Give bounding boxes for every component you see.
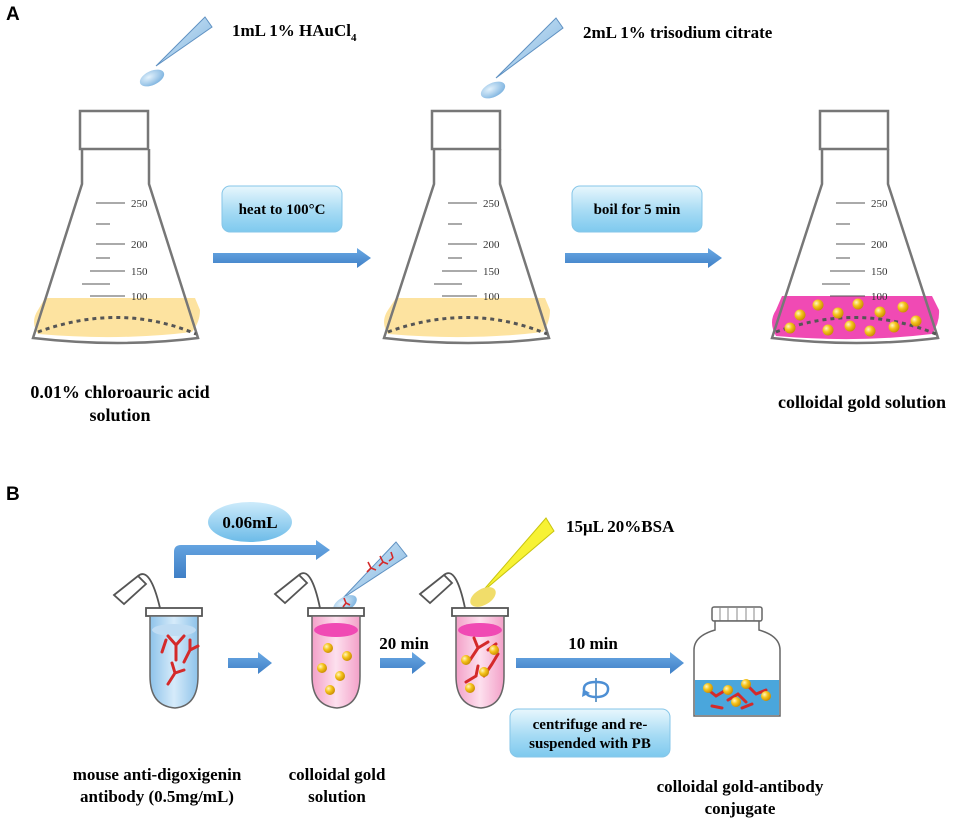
start-label-line1: 0.01% chloroauric acid: [30, 382, 209, 402]
step-boil-box: boil for 5 min: [571, 185, 703, 233]
arrow-right-4-icon: [380, 652, 426, 674]
tick-250: 250: [871, 198, 888, 210]
tick-200: 200: [483, 239, 500, 251]
gold-nanoparticles: [703, 679, 771, 707]
tick-200: 200: [871, 239, 888, 251]
tube-conjugation: [418, 572, 509, 709]
conjugate-label-line1: colloidal gold-antibody: [657, 777, 824, 796]
transfer-arrow-icon: [174, 540, 330, 578]
volume-badge-label: 0.06mL: [222, 513, 277, 532]
antibody-pipette-icon: [333, 541, 408, 613]
panel-a-letter: A: [6, 4, 20, 25]
tick-100: 100: [871, 291, 888, 303]
start-label-line2: solution: [89, 405, 150, 425]
panel-b-letter: B: [6, 484, 20, 505]
arrow-right-2-icon: [565, 248, 722, 268]
flask-1-scale: 250 200 150 100: [82, 198, 148, 303]
gold-nanoparticles: [461, 645, 499, 693]
volume-badge: 0.06mL: [208, 502, 292, 542]
time-10-label: 10 min: [568, 634, 618, 653]
end-label: colloidal gold solution: [778, 392, 946, 412]
arrow-right-1-icon: [213, 248, 371, 268]
gold-label-line1: colloidal gold: [289, 765, 386, 784]
tick-100: 100: [483, 291, 500, 303]
conjugate-bottle: [693, 606, 781, 717]
tick-150: 150: [131, 266, 148, 278]
centrifuge-rotate-icon: [582, 678, 610, 702]
centrifuge-line1: centrifuge and re-: [533, 717, 648, 733]
antibody-y-icons: [160, 634, 200, 686]
arrow-right-3-icon: [228, 652, 272, 674]
flask-heated: 250 200 150 100: [382, 109, 551, 345]
gold-label-line2: solution: [308, 787, 366, 806]
antibody-label-line1: mouse anti-digoxigenin: [73, 765, 242, 784]
flask-3-scale: 250 200 150 100: [822, 198, 888, 303]
flask-colloidal-gold: 250 200 150 100: [770, 109, 940, 345]
conjugate-label-line2: conjugate: [705, 799, 776, 818]
reagent-2-label: 2mL 1% trisodium citrate: [583, 23, 773, 42]
tube-colloidal-gold: [273, 572, 365, 709]
flask-2-scale: 250 200 150 100: [434, 198, 500, 303]
step-heat-box: heat to 100°C: [221, 185, 343, 233]
step-heat-label: heat to 100°C: [239, 202, 326, 218]
step-boil-label: boil for 5 min: [594, 202, 681, 218]
tick-250: 250: [131, 198, 148, 210]
centrifuge-line2: suspended with PB: [529, 736, 651, 752]
centrifuge-box: centrifuge and re- suspended with PB: [509, 708, 671, 758]
tick-150: 150: [871, 266, 888, 278]
time-20-label: 20 min: [379, 634, 429, 653]
tick-200: 200: [131, 239, 148, 251]
flask-chloroauric-acid: 250 200 150 100: [31, 109, 200, 345]
pipette-1-icon: [139, 16, 213, 87]
arrow-right-5-icon: [516, 652, 684, 674]
tick-100: 100: [131, 291, 148, 303]
tick-150: 150: [483, 266, 500, 278]
antibody-label-line2: antibody (0.5mg/mL): [80, 787, 234, 806]
gold-nanoparticles: [317, 643, 352, 695]
reagent-1-label: 1mL 1% HAuCl4: [232, 21, 357, 44]
bsa-label: 15μL 20%BSA: [566, 517, 675, 536]
tube-antibody: [112, 573, 203, 709]
bsa-pipette-icon: [470, 517, 555, 607]
gold-nanoparticles: [784, 298, 922, 337]
tick-250: 250: [483, 198, 500, 210]
pipette-2-icon: [480, 17, 564, 99]
